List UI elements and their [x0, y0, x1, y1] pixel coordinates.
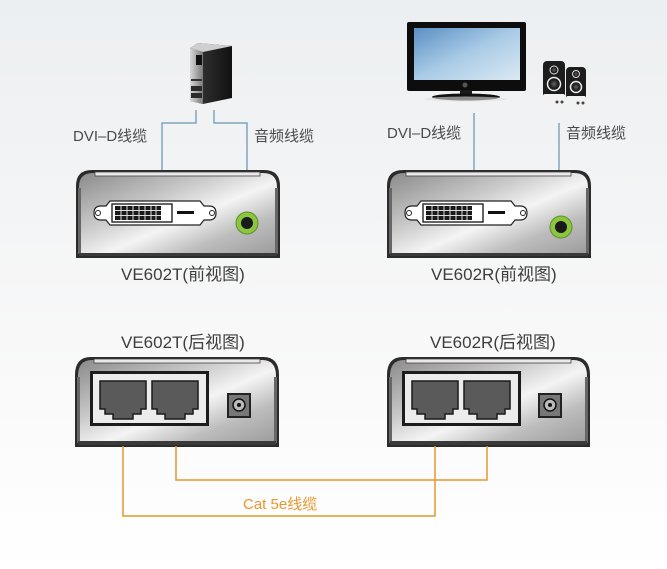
rj45-port-icon	[411, 380, 459, 420]
cat5e-cable-inner	[175, 446, 488, 481]
cat5e-cable-outer	[122, 446, 436, 517]
dvi-port-icon	[93, 200, 217, 226]
audio-jack-icon	[549, 215, 573, 239]
rj45-port-icon	[463, 380, 511, 420]
ve602t-rear-label: VE602T(后视图)	[121, 333, 245, 352]
speakers-icon	[543, 61, 586, 109]
ve602r-rear-label: VE602R(后视图)	[430, 333, 556, 352]
power-jack-icon	[227, 393, 251, 418]
ve602r-rear-unit	[387, 357, 590, 447]
ve602r-front-label: VE602R(前视图)	[431, 265, 557, 284]
lcd-monitor-icon	[407, 22, 526, 102]
ve602t-front-label: VE602T(前视图)	[121, 265, 245, 284]
rx-audio-cable-label: 音频线缆	[566, 125, 627, 142]
rx-dvi-cable-label: DVI–D线缆	[387, 125, 462, 142]
tx-dvi-cable-label: DVI–D线缆	[73, 128, 148, 145]
power-jack-icon	[538, 393, 562, 418]
rj45-port-icon	[151, 380, 199, 420]
audio-jack-icon	[235, 211, 259, 235]
tx-dvi-cable	[161, 110, 197, 172]
dvi-port-icon	[404, 200, 528, 226]
tx-audio-cable-label: 音频线缆	[254, 128, 315, 145]
desktop-tower-icon	[190, 43, 232, 104]
tx-audio-cable	[213, 110, 248, 172]
ve602r-front-unit	[387, 170, 591, 258]
ve602t-front-unit	[76, 170, 280, 258]
cat5e-cable-label: Cat 5e线缆	[243, 496, 318, 513]
ve602t-rear-unit	[75, 357, 279, 447]
rj45-port-icon	[99, 380, 147, 420]
